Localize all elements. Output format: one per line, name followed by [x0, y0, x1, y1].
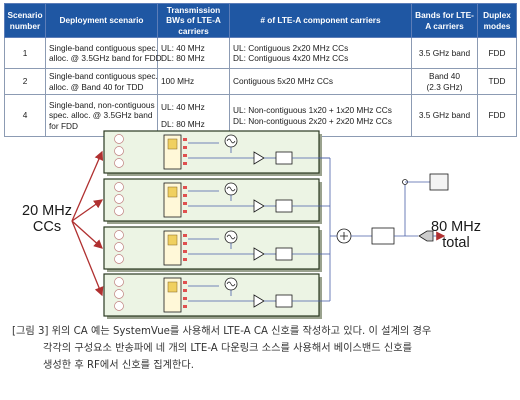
input-arrow [71, 199, 104, 222]
header-transmission-bws: Transmission BWs of LTE-A carriers [157, 2, 230, 39]
port-marker [183, 162, 187, 165]
parameter-node [114, 289, 124, 299]
output-filter-block [371, 227, 395, 245]
port-marker [183, 297, 187, 300]
sine-wave [226, 281, 236, 287]
header-bands: Bands for LTE-A carriers [411, 2, 478, 39]
port-marker [183, 250, 187, 253]
cell-bw: 100 MHz [157, 68, 230, 96]
port-marker [183, 194, 187, 197]
cell-number: 2 [4, 68, 46, 96]
source-icon [167, 281, 178, 293]
parameter-node [114, 182, 124, 192]
sine-wave [226, 138, 236, 144]
caption-line: 각각의 구성요소 반송파에 네 개의 LTE-A 다운링크 소스를 사용해서 베… [43, 343, 413, 354]
cell-scenario: Single-band contiguous spec. alloc. @ 3.… [45, 37, 162, 70]
caption-line: 생성한 후 RF에서 신호를 집계한다. [43, 360, 194, 371]
cell-scenario: Single-band contiguous spec. alloc. @ Ba… [45, 68, 158, 96]
modulator-symbol [253, 247, 265, 261]
modulator-symbol [253, 151, 265, 165]
cell-carriers: UL: Non-contiguous 1x20 + 1x20 MHz CCs D… [229, 94, 412, 138]
modulator-symbol [253, 199, 265, 213]
cell-bw: UL: 40 MHz DL: 80 MHz [157, 94, 230, 138]
systemvue-schematic: 20 MHz CCs 80 MHz total [0, 124, 520, 324]
parameter-node [114, 146, 124, 156]
port-marker [183, 281, 187, 284]
carrier-lane [71, 130, 322, 222]
caption-line: [그림 3] 위의 CA 예는 SystemVue를 사용해서 LTE-A CA… [12, 326, 432, 337]
input-arrow [71, 220, 103, 249]
source-icon [167, 186, 178, 198]
filter-block [275, 199, 293, 213]
cell-duplex: FDD [477, 37, 517, 70]
schematic-canvas [71, 130, 449, 319]
figure-caption: [그림 3] 위의 CA 예는 SystemVue를 사용해서 LTE-A CA… [12, 323, 512, 374]
parameter-node [114, 242, 124, 252]
output-bandwidth-label: 80 MHz total [431, 219, 481, 251]
cell-carriers: UL: Contiguous 2x20 MHz CCs DL: Contiguo… [229, 37, 412, 70]
port-marker [183, 258, 187, 261]
table-header-row: Scenario number Deployment scenario Tran… [4, 2, 517, 39]
port-marker [183, 210, 187, 213]
signal-combiner [336, 228, 352, 244]
filter-block [275, 247, 293, 261]
port-marker [183, 242, 187, 245]
input-carriers-label: 20 MHz CCs [22, 203, 72, 235]
port-marker [183, 234, 187, 237]
cell-band: 3.5 GHz band [411, 37, 478, 70]
port-marker [183, 138, 187, 141]
input-arrow [71, 150, 104, 222]
carrier-lane [71, 220, 322, 272]
port-marker [183, 305, 187, 308]
header-component-carriers: # of LTE-A component carriers [229, 2, 412, 39]
cell-number: 4 [4, 94, 46, 138]
port-marker [183, 289, 187, 292]
header-duplex-modes: Duplex modes [477, 2, 517, 39]
table-row: 1 Single-band contiguous spec. alloc. @ … [4, 37, 517, 70]
port-marker [183, 202, 187, 205]
filter-block [275, 294, 293, 308]
cell-bw: UL: 40 MHz DL: 80 MHz [157, 37, 230, 70]
parameter-node [114, 230, 124, 240]
parameter-node [114, 194, 124, 204]
table-row: 2 Single-band contiguous spec. alloc. @ … [4, 68, 517, 96]
modulator-symbol [253, 294, 265, 308]
sine-wave [226, 186, 236, 192]
carrier-lane [71, 178, 322, 224]
cell-duplex: FDD [477, 94, 517, 138]
parameter-node [114, 206, 124, 216]
parameter-node [114, 134, 124, 144]
header-scenario-number: Scenario number [4, 2, 46, 39]
table-row: 4 Single-band, non-contiguous spec. allo… [4, 94, 517, 138]
parameter-node [114, 254, 124, 264]
spectrum-sink-block [429, 173, 449, 191]
cell-duplex: TDD [477, 68, 517, 96]
parameter-node [114, 301, 124, 311]
scenario-table: Scenario number Deployment scenario Tran… [4, 2, 517, 138]
port-marker [183, 146, 187, 149]
filter-block [275, 151, 293, 165]
port-marker [183, 154, 187, 157]
header-deployment-scenario: Deployment scenario [45, 2, 158, 39]
cell-carriers: Contiguous 5x20 MHz CCs [229, 68, 412, 96]
parameter-node [114, 277, 124, 287]
port-marker [183, 186, 187, 189]
cell-band: Band 40 (2.3 GHz) [411, 68, 478, 96]
source-icon [167, 138, 178, 150]
input-arrow [71, 220, 104, 297]
cell-number: 1 [4, 37, 46, 70]
carrier-lane [71, 220, 322, 319]
source-icon [167, 234, 178, 246]
cell-band: 3.5 GHz band [411, 94, 478, 138]
parameter-node [114, 158, 124, 168]
sine-wave [226, 234, 236, 240]
